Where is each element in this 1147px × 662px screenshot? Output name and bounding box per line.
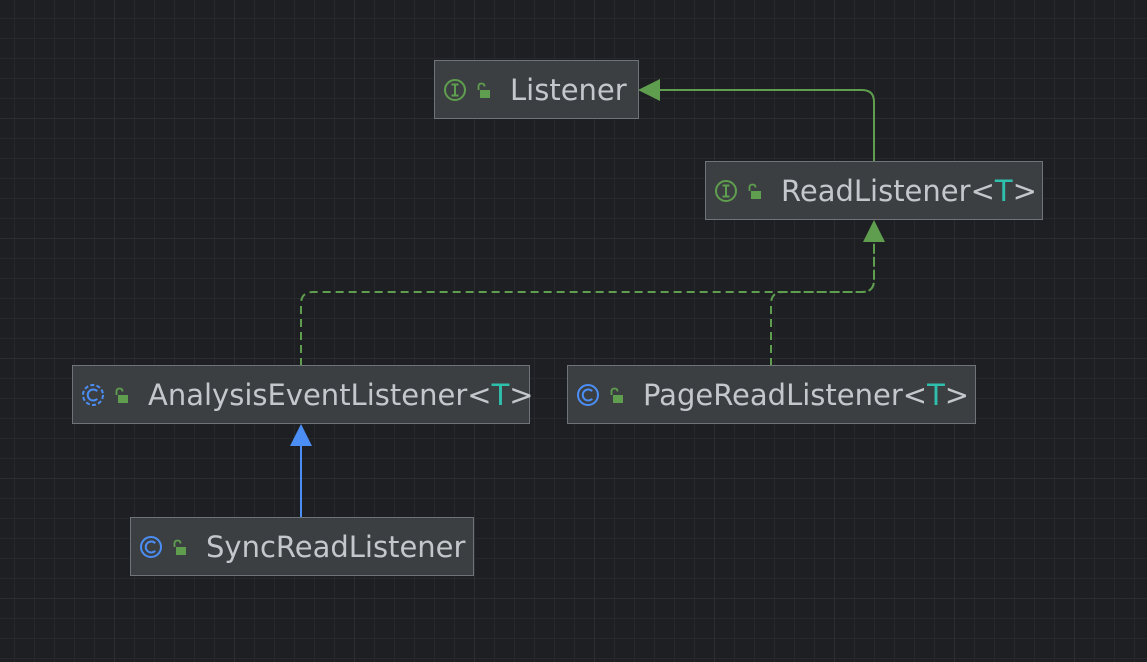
arrowhead-readlistener (863, 220, 885, 242)
interface-icon (715, 179, 737, 202)
arrowhead-listener (638, 79, 660, 101)
lock-open-icon (173, 539, 186, 555)
type-parameter: T (927, 377, 945, 412)
class-icon (577, 383, 599, 406)
type-parameter: T (491, 377, 510, 412)
node-listener[interactable]: Listener (434, 60, 639, 119)
node-pagereadlistener[interactable]: PageReadListener<T> (567, 365, 976, 424)
lock-open-icon (610, 387, 623, 403)
node-label: Listener (510, 73, 627, 107)
class-name: PageReadListener (643, 377, 903, 412)
class-name: Listener (510, 72, 627, 107)
class-name: AnalysisEventListener (148, 377, 468, 412)
abstract-class-icon (82, 383, 104, 406)
node-label: SyncReadListener (206, 530, 465, 564)
edge-analysiseventlistener-to-readlistener (300, 242, 875, 366)
node-label: AnalysisEventListener<T> (148, 377, 534, 412)
type-parameter: T (994, 173, 1013, 208)
node-label: ReadListener<T> (781, 173, 1037, 208)
lock-open-icon (748, 183, 761, 199)
arrowhead-analysiseventlistener (290, 424, 312, 446)
class-icon (140, 535, 162, 558)
edge-pagereadlistener-to-readlistener (770, 242, 875, 366)
node-readlistener[interactable]: ReadListener<T> (705, 161, 1043, 220)
class-name: ReadListener (781, 173, 971, 208)
lock-open-icon (477, 82, 490, 98)
node-label: PageReadListener<T> (643, 377, 970, 412)
interface-icon (444, 78, 466, 101)
lock-open-icon (115, 387, 128, 403)
edge-readlistener-to-listener (660, 89, 875, 162)
node-analysiseventlistener[interactable]: AnalysisEventListener<T> (72, 365, 534, 424)
node-syncreadlistener[interactable]: SyncReadListener (130, 517, 474, 576)
class-name: SyncReadListener (206, 529, 466, 564)
